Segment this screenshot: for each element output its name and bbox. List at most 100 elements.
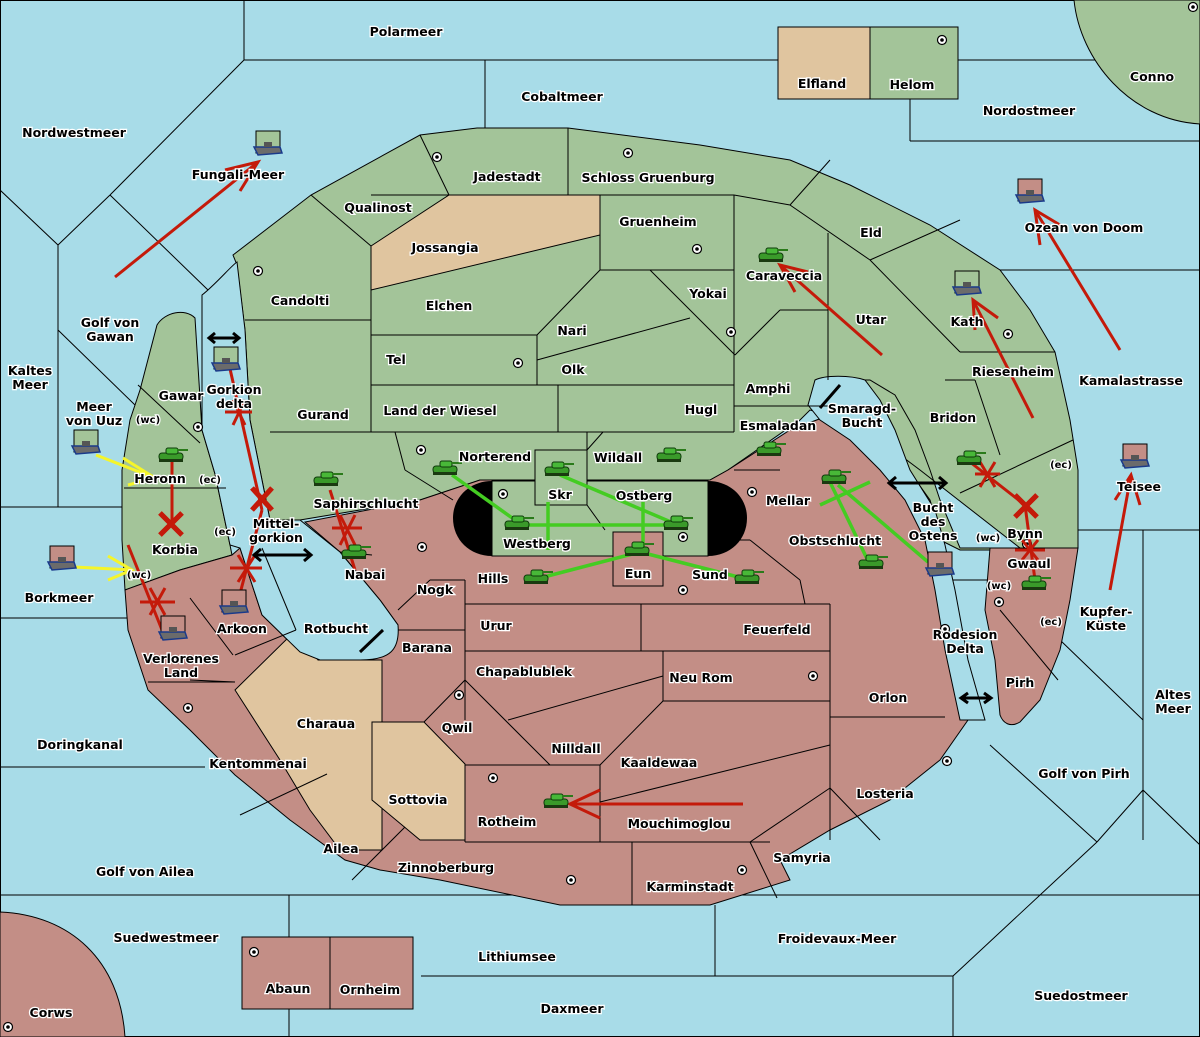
arrowhead xyxy=(777,262,809,293)
label-mittelgorkion-2: gorkion xyxy=(249,530,303,545)
label-suedwestmeer: Suedwestmeer xyxy=(114,930,220,945)
label-hugl: Hugl xyxy=(685,402,718,417)
army-icon[interactable] xyxy=(158,447,188,462)
convoy-arrow xyxy=(73,565,133,572)
label-elchen: Elchen xyxy=(426,298,473,313)
fleet-icon[interactable] xyxy=(252,130,284,156)
label-coast-gwaul-wc: (wc) xyxy=(987,581,1011,592)
province-skr[interactable] xyxy=(534,449,588,506)
label-mittelgorkion: Mittel- xyxy=(253,516,300,531)
cut-support-star xyxy=(140,587,175,616)
fleet-icon[interactable] xyxy=(70,429,102,455)
label-coast-korbia-ec: (ec) xyxy=(214,527,236,538)
label-feuerfeld: Feuerfeld xyxy=(743,622,810,637)
label-caraveccia: Caraveccia xyxy=(746,268,822,283)
support-line xyxy=(819,480,871,507)
label-gorkion-delta: Gorkion xyxy=(206,382,261,397)
label-nilldall: Nilldall xyxy=(551,741,600,756)
label-hills: Hills xyxy=(478,571,509,586)
army-icon[interactable] xyxy=(523,569,553,584)
sea-smaragd-bucht-des-ostens[interactable] xyxy=(807,375,986,721)
label-qualinost: Qualinost xyxy=(344,200,411,215)
province-ornheim[interactable] xyxy=(329,936,414,1010)
supply-center-icon xyxy=(941,755,953,767)
cut-support-star xyxy=(230,554,262,583)
label-nordwestmeer: Nordwestmeer xyxy=(22,125,127,140)
army-icon[interactable] xyxy=(956,450,986,465)
supply-center-icon xyxy=(182,702,194,714)
label-suedostmeer: Suedostmeer xyxy=(1034,988,1128,1003)
supply-center-icon xyxy=(252,265,264,277)
label-rotheim: Rotheim xyxy=(478,814,537,829)
army-icon[interactable] xyxy=(758,247,788,262)
move-arrow xyxy=(235,509,264,606)
label-borkmeer: Borkmeer xyxy=(25,590,95,605)
label-gurand: Gurand xyxy=(297,407,349,422)
label-kamalastrasse: Kamalastrasse xyxy=(1079,373,1183,388)
label-losteria: Losteria xyxy=(856,786,913,801)
fleet-icon[interactable] xyxy=(951,270,983,296)
supply-center-icon xyxy=(677,584,689,596)
fleet-icon[interactable] xyxy=(1119,443,1151,469)
army-icon[interactable] xyxy=(432,460,462,475)
supply-center-icon xyxy=(993,596,1005,608)
arrowhead xyxy=(1033,207,1061,246)
province-gwaul-pirh[interactable] xyxy=(984,547,1079,726)
label-orlon: Orlon xyxy=(869,690,908,705)
label-jadestadt: Jadestadt xyxy=(472,169,540,184)
province-eun[interactable] xyxy=(612,531,664,587)
fleet-icon[interactable] xyxy=(157,615,189,641)
canal-arrow xyxy=(886,475,949,491)
fleet-icon[interactable] xyxy=(218,589,250,615)
label-rotbucht: Rotbucht xyxy=(304,621,368,636)
army-icon[interactable] xyxy=(544,461,574,476)
label-verlorenes-land: Verlorenes xyxy=(143,651,219,666)
label-ailea: Ailea xyxy=(323,841,358,856)
supply-center-icon xyxy=(497,488,509,500)
fleet-icon[interactable] xyxy=(1014,178,1046,204)
province-corws[interactable] xyxy=(0,911,126,1037)
cut-support-star xyxy=(225,399,252,426)
label-norterend: Norterend xyxy=(459,449,531,464)
army-icon[interactable] xyxy=(341,544,371,559)
province-elfland[interactable] xyxy=(777,26,871,100)
army-icon[interactable] xyxy=(734,569,764,584)
fleet-icon[interactable] xyxy=(924,551,956,577)
supply-center-icon xyxy=(487,772,499,784)
label-mellar: Mellar xyxy=(766,493,811,508)
label-amphi: Amphi xyxy=(746,381,791,396)
label-arkoon: Arkoon xyxy=(217,621,267,636)
supply-center-icon xyxy=(512,357,524,369)
army-icon[interactable] xyxy=(313,471,343,486)
army-icon[interactable] xyxy=(858,554,888,569)
support-line xyxy=(559,473,679,527)
army-icon[interactable] xyxy=(663,515,693,530)
army-icon[interactable] xyxy=(756,441,786,456)
label-kath: Kath xyxy=(951,314,984,329)
army-icon[interactable] xyxy=(821,469,851,484)
army-icon[interactable] xyxy=(656,447,686,462)
supply-center-icon xyxy=(453,689,465,701)
province-conno[interactable] xyxy=(1073,0,1200,125)
label-bucht-des-ostens: Bucht xyxy=(913,500,954,515)
label-froidevaux-meer: Froidevaux-Meer xyxy=(778,931,897,946)
label-land-der-wiesel: Land der Wiesel xyxy=(383,403,496,418)
canal-arrow xyxy=(206,331,242,345)
army-icon[interactable] xyxy=(1021,575,1051,590)
capsule-left-cap xyxy=(453,481,492,556)
label-coast-bynn-wc: (wc) xyxy=(976,533,1000,544)
army-icon[interactable] xyxy=(543,793,573,808)
label-olk: Olk xyxy=(561,362,585,377)
fleet-icon[interactable] xyxy=(46,545,78,571)
label-elfland: Elfland xyxy=(798,76,846,91)
army-icon[interactable] xyxy=(504,515,534,530)
cut-support-star xyxy=(332,514,362,546)
army-icon[interactable] xyxy=(624,541,654,556)
label-golf-von-gawan-2: Gawan xyxy=(86,329,134,344)
fleet-icon[interactable] xyxy=(210,346,242,372)
move-arrow xyxy=(114,160,259,279)
label-helom: Helom xyxy=(890,77,935,92)
canal-arrow xyxy=(358,628,385,654)
